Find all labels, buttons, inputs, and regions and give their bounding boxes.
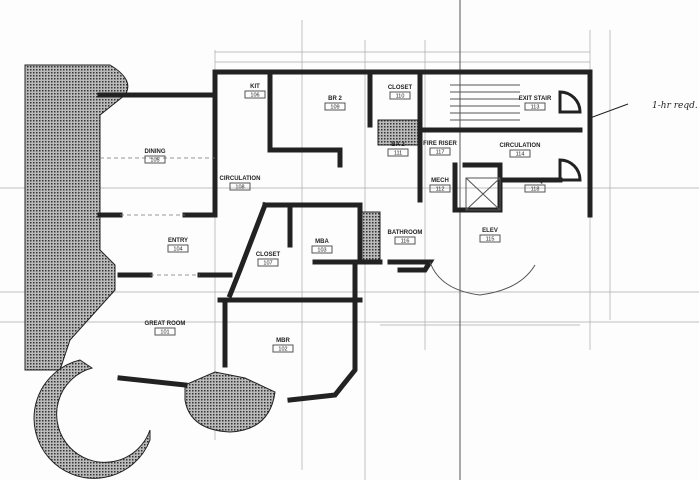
room-labels: DINING 105 KIT 106 BR 2 109 CLOSET 110 EXIT … xyxy=(144,84,553,353)
room-circulation-114: CIRCULATION 114 xyxy=(500,143,541,158)
room-fire-riser: FIRE RISER 117 xyxy=(423,141,458,156)
svg-text:116: 116 xyxy=(401,239,410,245)
room-mech: MECH 112 xyxy=(429,178,451,193)
svg-text:ENTRY: ENTRY xyxy=(168,238,188,244)
svg-text:CIRCULATION: CIRCULATION xyxy=(220,176,261,182)
room-entry: ENTRY 104 xyxy=(167,238,189,253)
room-closet-110: CLOSET 110 xyxy=(388,85,413,100)
room-exit-stair: EXIT STAIR 113 xyxy=(519,96,552,111)
room-closet-107: CLOSET 107 xyxy=(256,252,281,267)
walls xyxy=(97,69,593,403)
svg-text:EXIT STAIR: EXIT STAIR xyxy=(519,96,552,102)
svg-text:102: 102 xyxy=(278,347,287,353)
svg-text:FIRE RISER: FIRE RISER xyxy=(423,141,457,147)
svg-text:117: 117 xyxy=(436,150,445,156)
svg-text:BR 2: BR 2 xyxy=(328,96,342,102)
exit-stair-treads xyxy=(450,84,582,182)
note-leader-line xyxy=(589,103,629,119)
svg-text:104: 104 xyxy=(173,247,182,253)
svg-text:103: 103 xyxy=(317,248,326,254)
svg-text:111: 111 xyxy=(394,151,402,157)
svg-text:BATHROOM: BATHROOM xyxy=(388,230,423,236)
room-br2: BR 2 109 xyxy=(324,96,346,111)
room-dining: DINING 105 xyxy=(144,149,166,164)
svg-text:GREAT ROOM: GREAT ROOM xyxy=(145,321,186,327)
room-bathroom: BATHROOM 116 xyxy=(388,230,423,245)
svg-text:105: 105 xyxy=(150,158,159,164)
room-ba2: BA 2 111 xyxy=(387,142,409,157)
svg-text:CLOSET: CLOSET xyxy=(256,252,281,258)
svg-text:108: 108 xyxy=(235,185,244,191)
svg-text:118: 118 xyxy=(531,187,540,193)
svg-text:MECH: MECH xyxy=(431,178,449,184)
svg-text:DINING: DINING xyxy=(145,149,166,155)
room-elev: ELEV 115 xyxy=(479,228,501,243)
bay-window xyxy=(184,371,276,433)
svg-text:112: 112 xyxy=(436,187,445,193)
svg-text:ELEV: ELEV xyxy=(482,228,498,234)
svg-text:KIT: KIT xyxy=(250,84,260,90)
elevator-shaft xyxy=(465,177,501,211)
room-circulation-108: CIRCULATION 108 xyxy=(220,176,261,191)
room-kit: KIT 106 xyxy=(244,84,266,99)
room-mbr: MBR 102 xyxy=(272,338,294,353)
svg-text:107: 107 xyxy=(263,261,272,267)
svg-text:MBA: MBA xyxy=(315,239,329,245)
svg-text:CIRCULATION: CIRCULATION xyxy=(500,143,541,149)
svg-text:109: 109 xyxy=(330,105,339,111)
svg-text:MBR: MBR xyxy=(276,338,290,344)
openings xyxy=(100,157,536,296)
room-great-room: GREAT ROOM 101 xyxy=(145,321,186,336)
svg-text:115: 115 xyxy=(486,237,495,243)
handwritten-note: 1-hr reqd. xyxy=(652,101,698,111)
svg-text:ELEV/EQUIP: ELEV/EQUIP xyxy=(517,178,553,184)
svg-text:113: 113 xyxy=(531,105,540,111)
svg-text:CLOSET: CLOSET xyxy=(388,85,413,91)
svg-text:BA 2: BA 2 xyxy=(391,142,405,148)
svg-text:101: 101 xyxy=(160,330,169,336)
svg-text:110: 110 xyxy=(396,94,405,100)
svg-text:114: 114 xyxy=(516,152,525,158)
exterior-masonry xyxy=(24,64,419,479)
svg-text:106: 106 xyxy=(250,93,259,99)
room-mba: MBA 103 xyxy=(311,239,333,254)
room-elev-equip: ELEV/EQUIP 118 xyxy=(517,178,553,193)
